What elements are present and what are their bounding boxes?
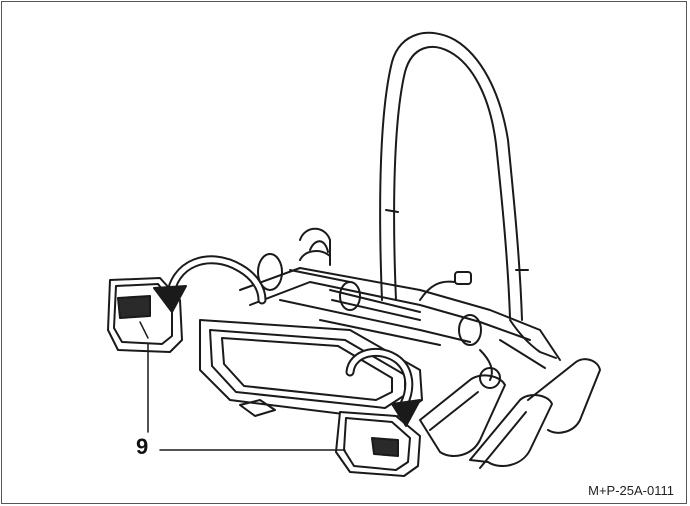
- wheel-trays: [419, 358, 601, 469]
- fold-arrow-right: [345, 347, 421, 427]
- callout-leaders: [147, 343, 346, 451]
- light-bar: [199, 319, 423, 421]
- fold-arrow-left: [153, 255, 267, 313]
- carrier-chassis: [239, 227, 561, 389]
- carrier-arch: [379, 31, 529, 321]
- right-tail-light: [335, 411, 421, 477]
- callout-number: 9: [136, 434, 149, 459]
- figure-code: M+P-25A-0111: [588, 483, 674, 498]
